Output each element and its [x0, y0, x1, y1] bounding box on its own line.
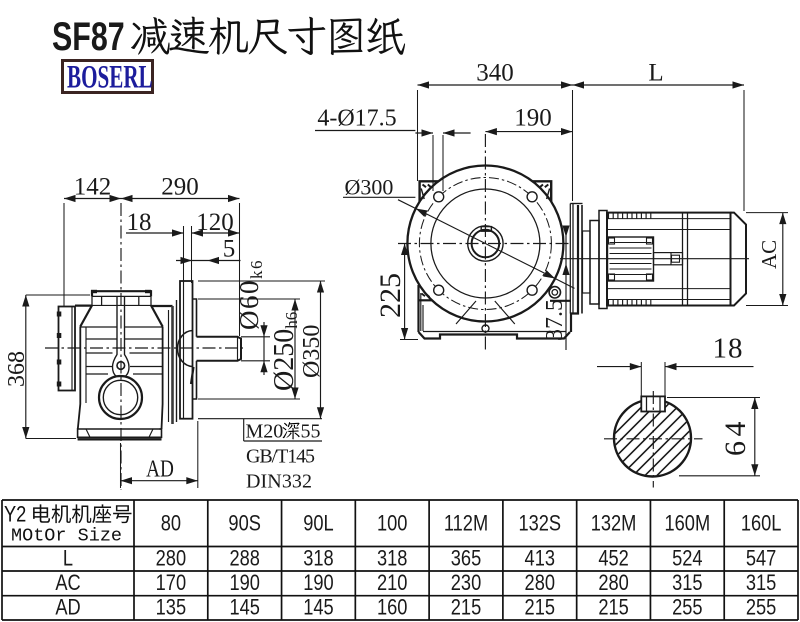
svg-text:GB/T145: GB/T145 [246, 446, 315, 468]
svg-text:288: 288 [229, 547, 259, 571]
svg-text:368: 368 [4, 351, 30, 387]
svg-text:160M: 160M [665, 512, 711, 536]
svg-text:230: 230 [451, 572, 481, 596]
svg-text:255: 255 [746, 596, 776, 620]
svg-text:215: 215 [598, 596, 628, 620]
svg-text:Y2: Y2 [4, 503, 26, 527]
svg-text:160: 160 [377, 596, 407, 620]
svg-text:132M: 132M [591, 512, 637, 536]
svg-text:132S: 132S [518, 512, 561, 536]
svg-text:142: 142 [74, 174, 112, 201]
svg-text:365: 365 [451, 547, 481, 571]
svg-text:280: 280 [156, 547, 186, 571]
svg-text:290: 290 [161, 174, 199, 201]
svg-text:135: 135 [156, 596, 186, 620]
svg-text:145: 145 [303, 596, 333, 620]
svg-text:318: 318 [377, 547, 407, 571]
svg-text:215: 215 [525, 596, 555, 620]
svg-text:4-Ø17.5: 4-Ø17.5 [317, 106, 396, 132]
svg-text:AC: AC [55, 572, 80, 596]
svg-text:AC: AC [757, 240, 781, 269]
svg-text:80: 80 [161, 512, 181, 536]
svg-text:225: 225 [374, 273, 407, 318]
svg-text:Ø350: Ø350 [299, 325, 325, 378]
svg-text:AD: AD [55, 596, 80, 620]
svg-text:190: 190 [303, 572, 333, 596]
svg-text:547: 547 [746, 547, 776, 571]
svg-text:Ø300: Ø300 [345, 175, 394, 200]
svg-text:100: 100 [377, 512, 407, 536]
svg-text:413: 413 [525, 547, 555, 571]
svg-text:BOSERL: BOSERL [67, 58, 153, 95]
svg-text:MOtOr Size: MOtOr Size [11, 526, 122, 547]
svg-text:55: 55 [301, 421, 321, 443]
svg-text:120: 120 [196, 209, 234, 236]
svg-text:170: 170 [156, 572, 186, 596]
svg-text:37.5: 37.5 [542, 299, 568, 341]
svg-text:5: 5 [223, 236, 236, 263]
svg-text:DIN332: DIN332 [246, 471, 312, 493]
svg-text:L: L [648, 60, 663, 87]
svg-text:90S: 90S [228, 512, 260, 536]
svg-text:452: 452 [598, 547, 628, 571]
svg-text:SF87: SF87 [52, 14, 125, 59]
svg-text:112M: 112M [444, 512, 488, 536]
svg-text:210: 210 [377, 572, 407, 596]
svg-text:190: 190 [229, 572, 259, 596]
svg-text:18: 18 [713, 333, 744, 365]
svg-text:215: 215 [451, 596, 481, 620]
svg-text:315: 315 [672, 572, 702, 596]
svg-text:280: 280 [525, 572, 555, 596]
svg-text:190: 190 [514, 105, 552, 132]
svg-text:145: 145 [229, 596, 259, 620]
svg-text:160L: 160L [741, 512, 782, 536]
svg-text:18: 18 [127, 209, 152, 236]
svg-text:255: 255 [672, 596, 702, 620]
svg-text:M20: M20 [246, 421, 284, 443]
svg-text:AD: AD [146, 456, 174, 483]
svg-text:524: 524 [672, 547, 702, 571]
svg-text:L: L [63, 547, 73, 571]
svg-text:90L: 90L [303, 512, 333, 536]
svg-text:315: 315 [746, 572, 776, 596]
svg-text:64: 64 [719, 417, 752, 456]
svg-text:340: 340 [476, 60, 514, 87]
svg-text:318: 318 [303, 547, 333, 571]
svg-text:280: 280 [598, 572, 628, 596]
